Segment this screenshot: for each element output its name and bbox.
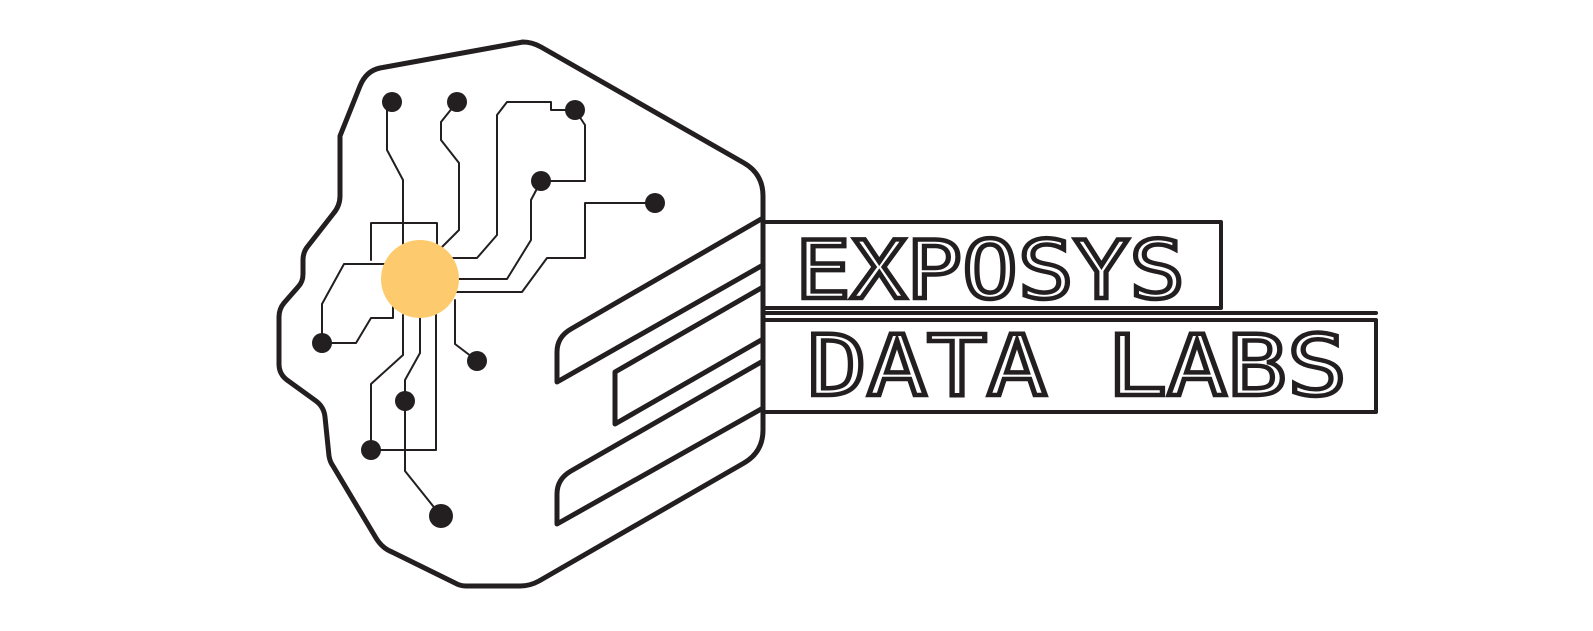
circuit-node [361, 440, 381, 460]
circuit-node [531, 171, 551, 191]
circuit-node [565, 100, 585, 120]
circuit-node [429, 504, 453, 528]
key-head-outline [276, 39, 766, 589]
brand-box-bottom [761, 318, 1378, 414]
circuit-node [395, 391, 415, 411]
circuit-node [447, 92, 467, 112]
core-circle [381, 240, 459, 318]
circuit-node [645, 193, 665, 213]
circuit-node [382, 92, 402, 112]
brand-name-line2: DATA LABS [807, 317, 1347, 415]
circuit-nodes [312, 92, 665, 528]
key-tooth-top [554, 215, 766, 385]
brand-box-top [761, 220, 1223, 310]
circuit-node [312, 333, 332, 353]
key-tooth-bottom [554, 358, 766, 527]
key-tooth-middle [612, 284, 766, 427]
circuit-node [467, 351, 487, 371]
brand-name-line1: EXPOSYS [795, 224, 1185, 317]
